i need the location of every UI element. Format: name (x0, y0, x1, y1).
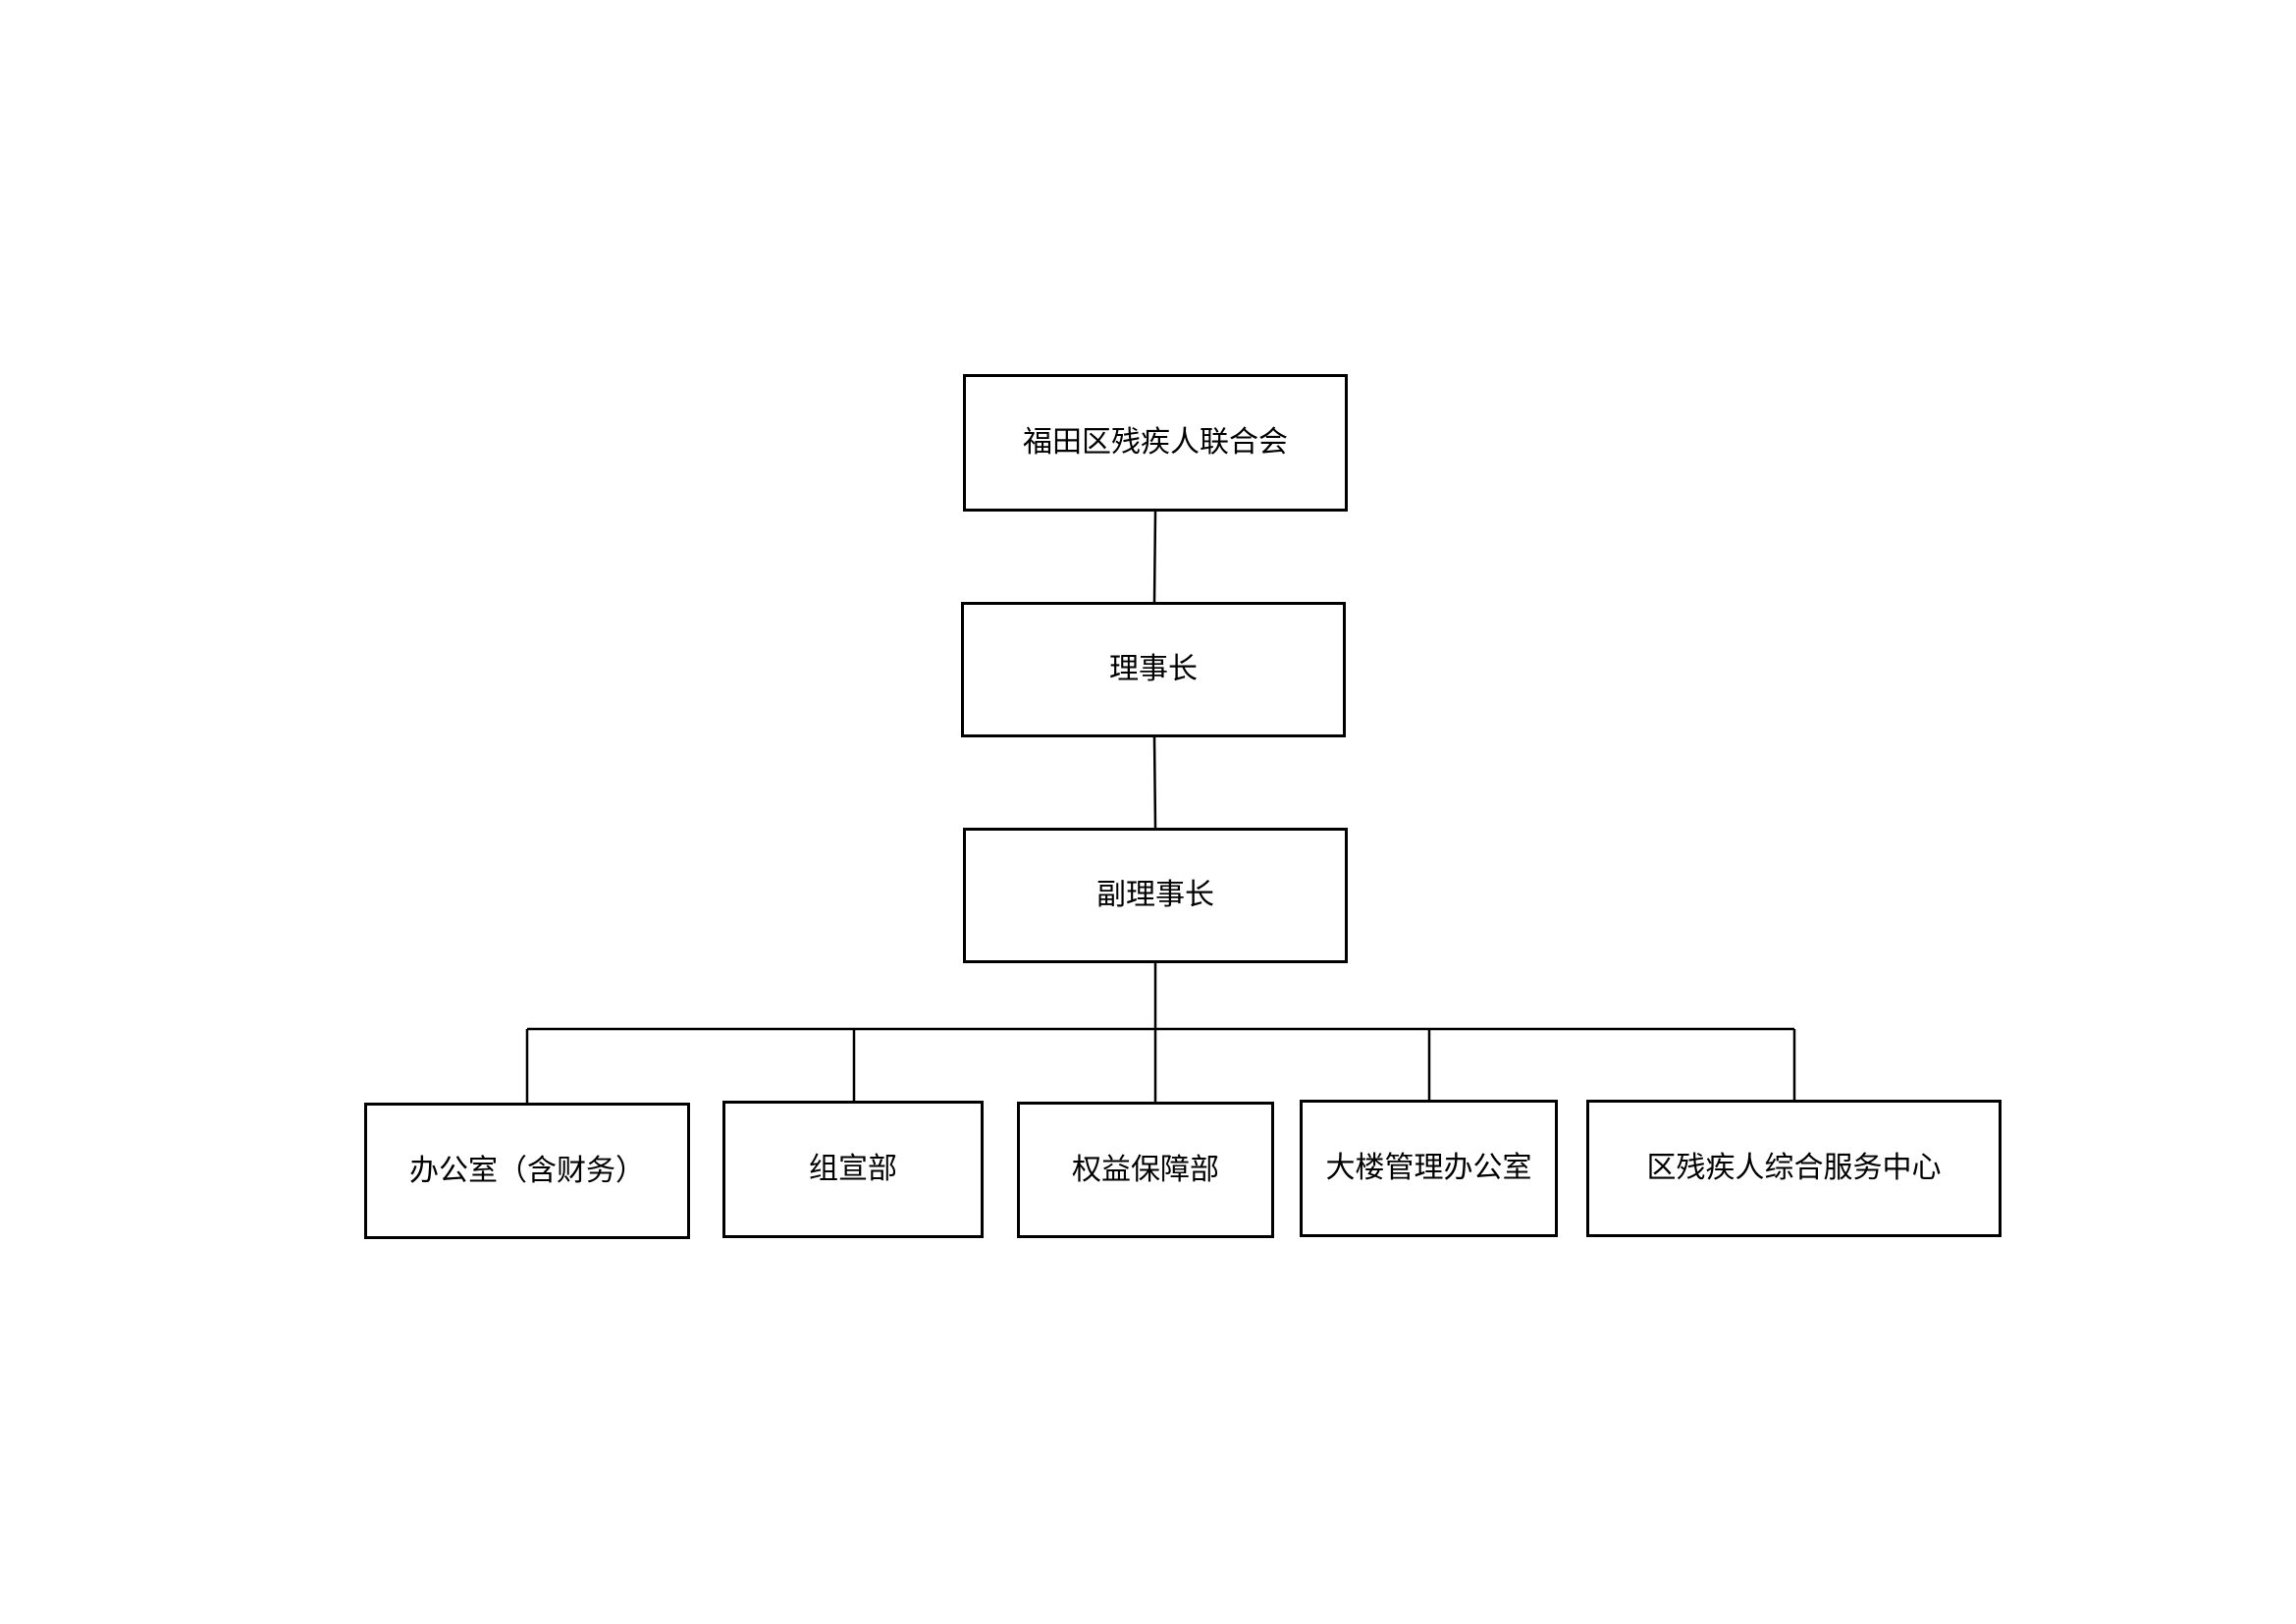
org-box-chairman-label: 理事长 (1109, 652, 1198, 686)
org-box-service-center-label: 区残疾人综合服务中心 (1646, 1151, 1942, 1185)
org-box-service-center: 区残疾人综合服务中心 (1586, 1100, 2002, 1237)
org-box-rights-protection-label: 权益保障部 (1072, 1152, 1219, 1187)
connector-chairman-vice (1152, 736, 1157, 829)
org-box-building-office-label: 大楼管理办公室 (1325, 1151, 1532, 1185)
org-box-building-office: 大楼管理办公室 (1300, 1100, 1558, 1237)
org-box-office-finance-label: 办公室（含财务） (409, 1153, 645, 1188)
connector-root-chairman (1152, 511, 1157, 603)
org-box-office-finance: 办公室（含财务） (364, 1103, 690, 1239)
org-box-rights-protection: 权益保障部 (1017, 1102, 1274, 1238)
org-box-vice-chairman-label: 副理事长 (1096, 878, 1214, 912)
org-box-publicity: 组宣部 (722, 1101, 984, 1238)
org-box-chairman: 理事长 (961, 602, 1346, 737)
org-box-root: 福田区残疾人联合会 (963, 374, 1348, 512)
org-box-publicity-label: 组宣部 (809, 1152, 897, 1186)
org-box-root-label: 福田区残疾人联合会 (1023, 425, 1288, 460)
org-box-vice-chairman: 副理事长 (963, 828, 1348, 963)
